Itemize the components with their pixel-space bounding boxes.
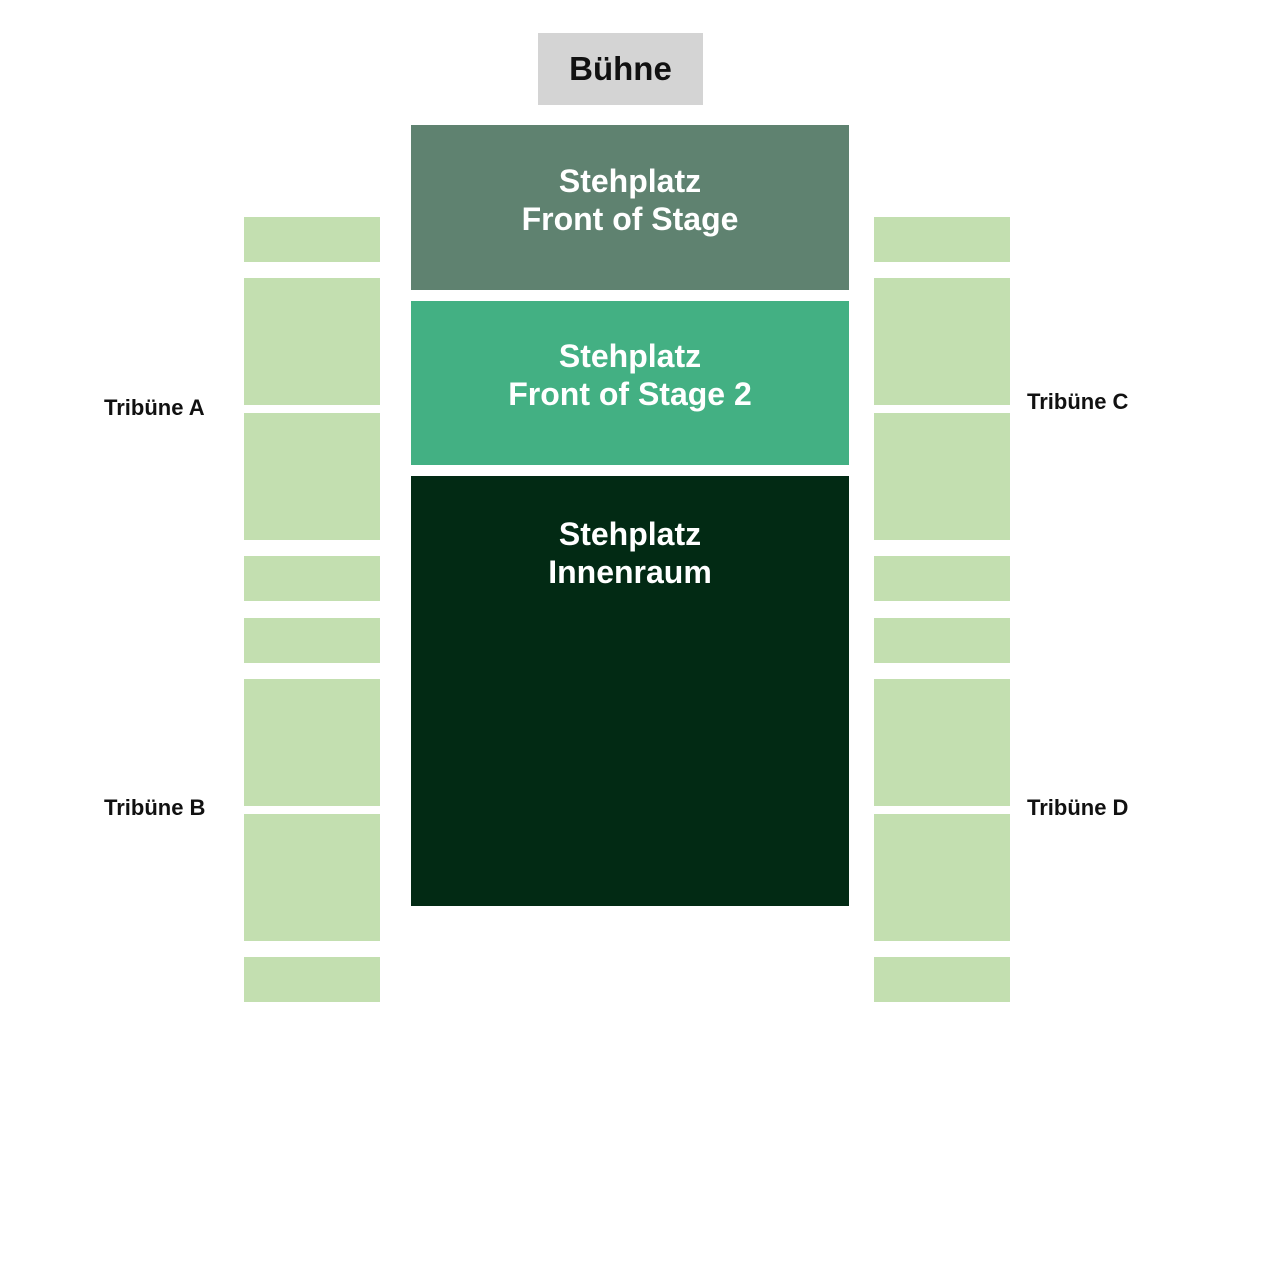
- zone-front-of-stage-2[interactable]: Stehplatz Front of Stage 2: [411, 301, 849, 465]
- stage-label: Bühne: [569, 50, 672, 87]
- tribune-c-block-4[interactable]: [874, 556, 1010, 601]
- zone-front-of-stage-line2: Front of Stage: [521, 201, 739, 237]
- tribune-a-block-2[interactable]: [244, 278, 380, 405]
- tribune-d-block-3[interactable]: [874, 814, 1010, 941]
- tribune-a-label: Tribüne A: [104, 395, 205, 420]
- zone-front-of-stage-2-line2: Front of Stage 2: [508, 376, 752, 412]
- tribune-b-block-4[interactable]: [244, 957, 380, 1002]
- tribune-c-block-1[interactable]: [874, 217, 1010, 262]
- tribune-d-label: Tribüne D: [1027, 795, 1129, 820]
- tribune-a-block-4[interactable]: [244, 556, 380, 601]
- tribune-a-block-3[interactable]: [244, 413, 380, 540]
- tribune-b-label: Tribüne B: [104, 795, 206, 820]
- zone-front-of-stage[interactable]: Stehplatz Front of Stage: [411, 125, 849, 290]
- stage: Bühne: [538, 33, 703, 105]
- tribune-d-block-2[interactable]: [874, 679, 1010, 806]
- tribune-b-block-3[interactable]: [244, 814, 380, 941]
- zone-front-of-stage-line1: Stehplatz: [558, 163, 702, 199]
- zone-innenraum-line1: Stehplatz: [558, 516, 702, 552]
- tribune-c-block-2[interactable]: [874, 278, 1010, 405]
- tribune-c-block-3[interactable]: [874, 413, 1010, 540]
- zone-innenraum[interactable]: Stehplatz Innenraum: [411, 476, 849, 906]
- tribune-b-block-2[interactable]: [244, 679, 380, 806]
- tribune-d-block-4[interactable]: [874, 957, 1010, 1002]
- zone-front-of-stage-2-line1: Stehplatz: [558, 338, 702, 374]
- tribune-c-label: Tribüne C: [1027, 389, 1129, 414]
- zone-innenraum-line2: Innenraum: [548, 554, 712, 590]
- tribune-a-block-1[interactable]: [244, 217, 380, 262]
- tribune-d-block-1[interactable]: [874, 618, 1010, 663]
- tribune-b-block-1[interactable]: [244, 618, 380, 663]
